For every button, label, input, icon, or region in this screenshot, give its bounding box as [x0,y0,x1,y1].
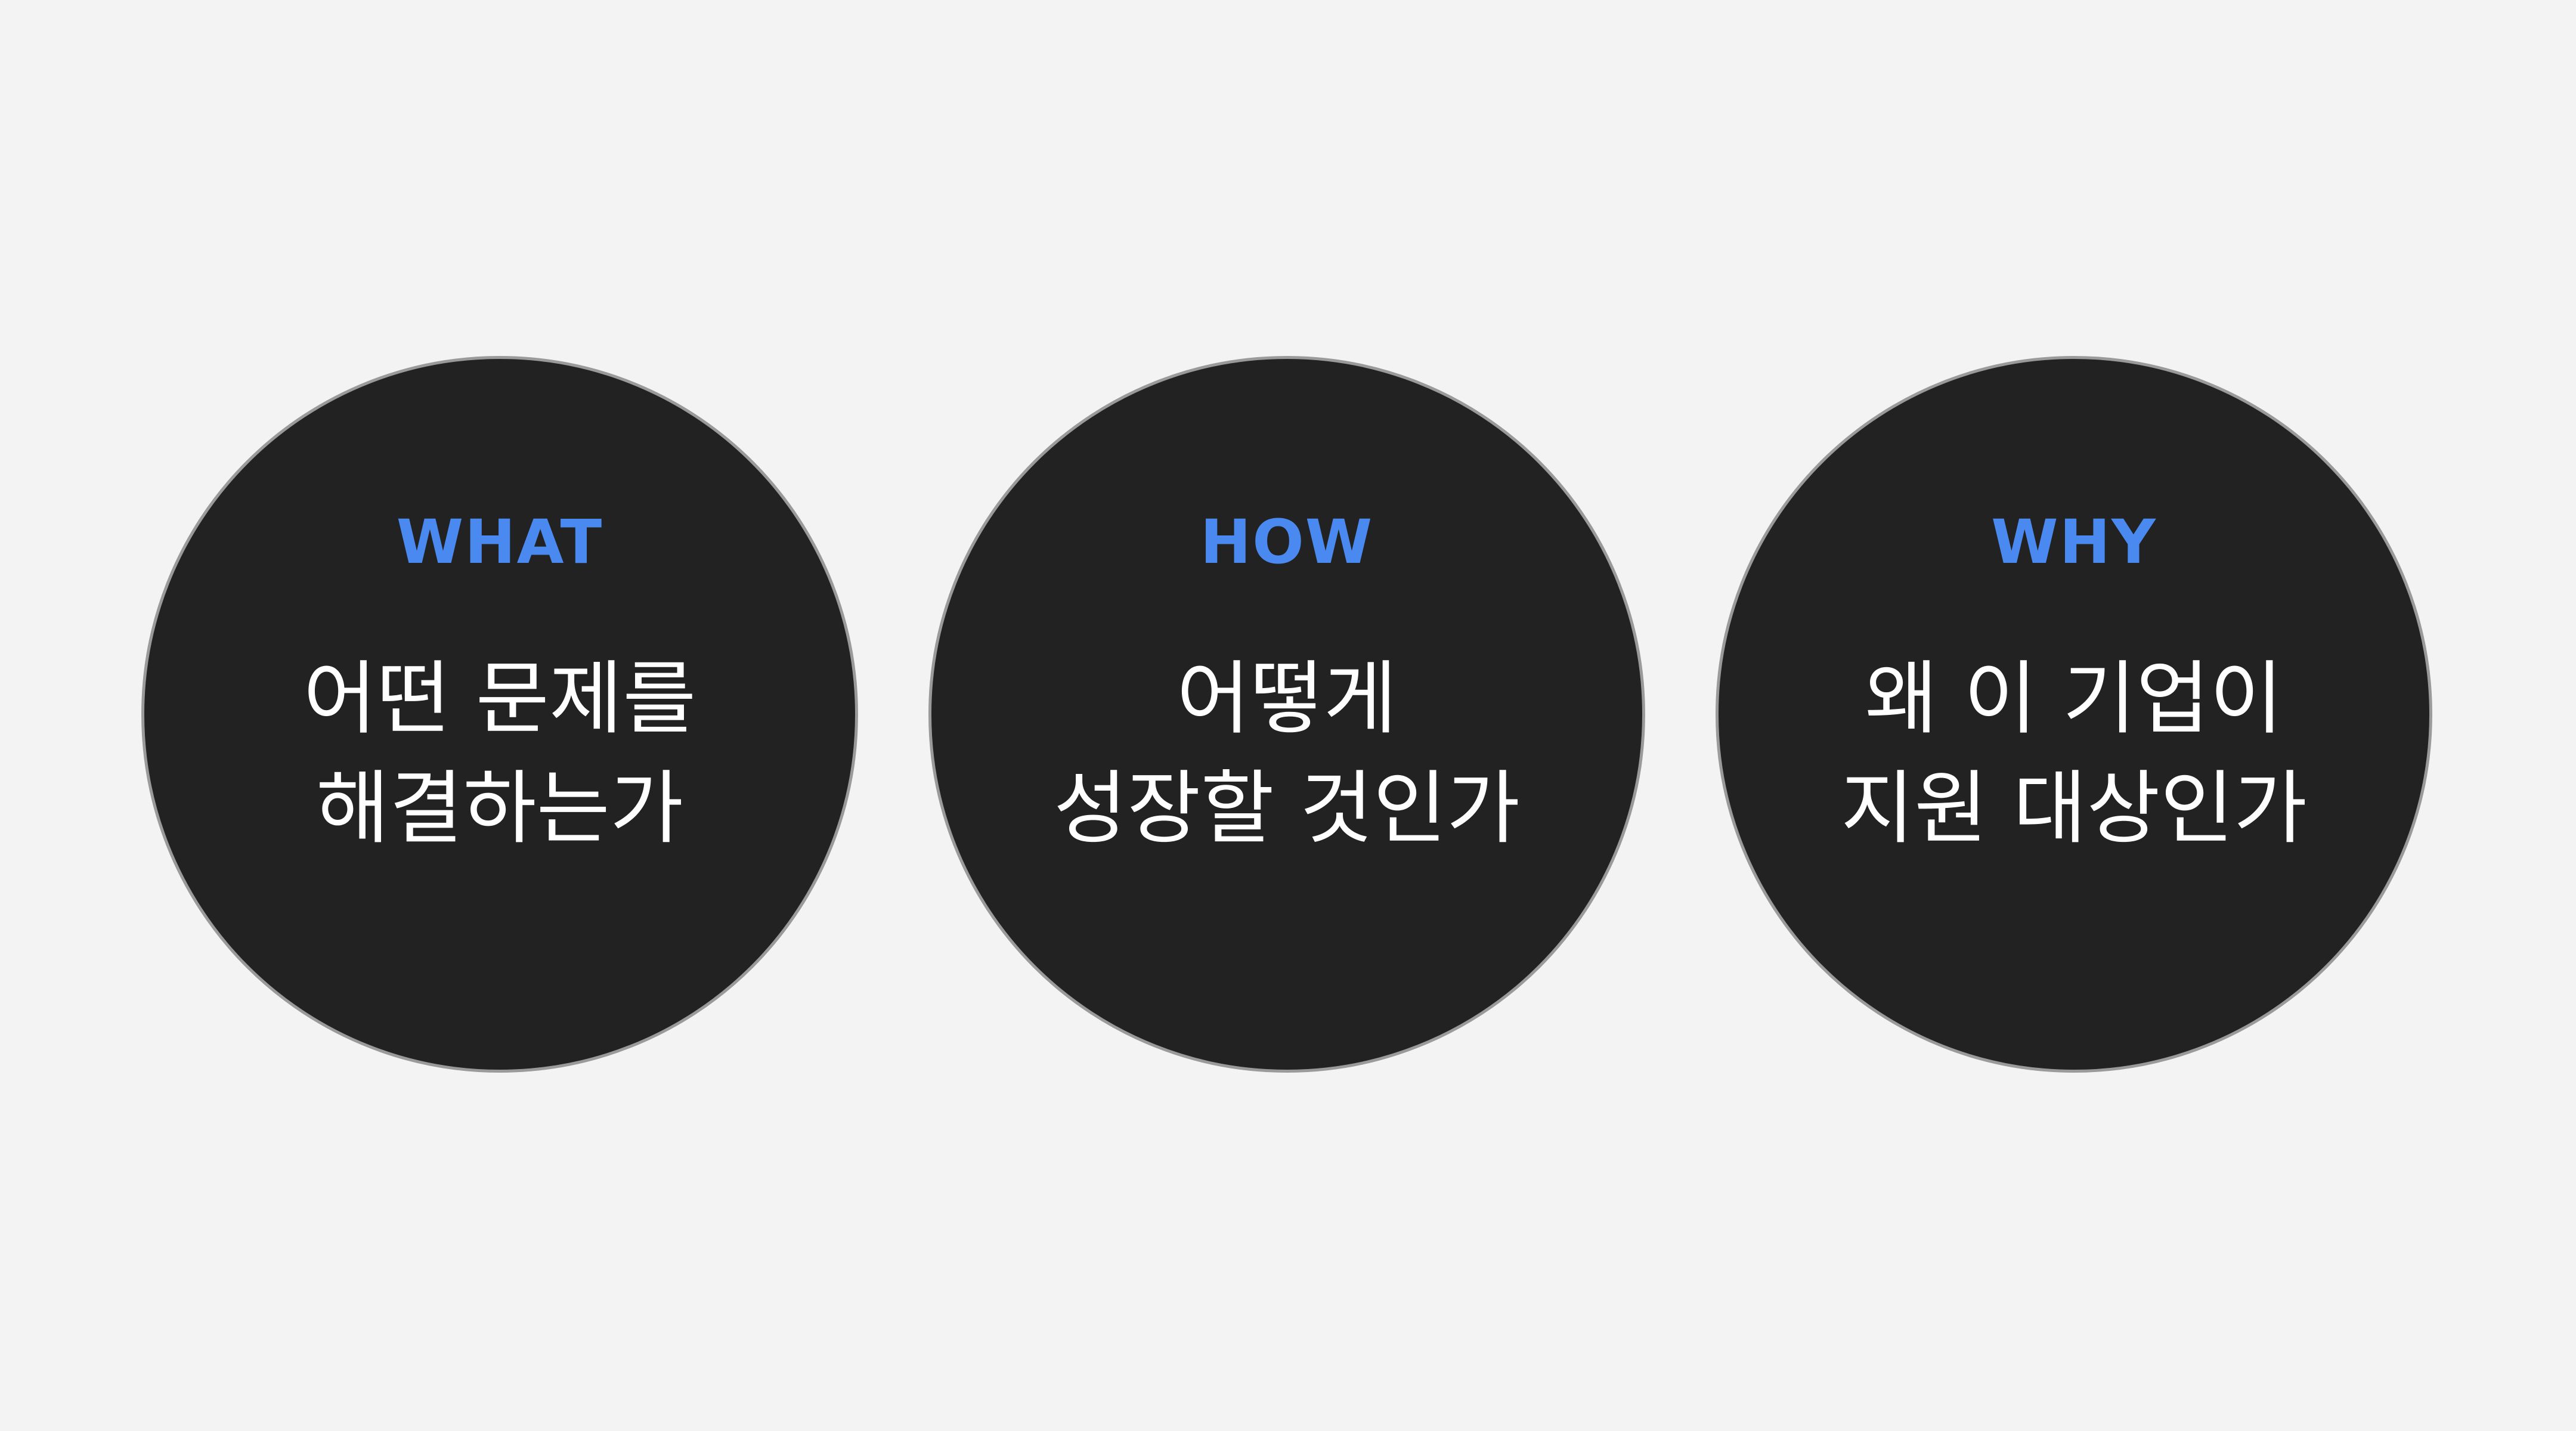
circle-how: HOW 어떻게 성장할 것인가 [928,356,1645,1073]
circle-label-what: WHAT [396,507,603,578]
circle-why: WHY 왜 이 기업이 지원 대상인가 [1716,356,2432,1073]
description-line: 어떻게 [1176,652,1397,745]
circle-description-what: 어떤 문제를 해결하는가 [144,644,855,863]
circle-description-how: 어떻게 성장할 것인가 [931,644,1642,863]
description-line: 성장할 것인가 [1053,762,1521,855]
description-line: 해결하는가 [315,762,684,855]
circle-label-how: HOW [1200,507,1374,578]
circle-label-why: WHY [1991,507,2157,578]
description-line: 왜 이 기업이 [1865,652,2283,745]
description-line: 어떤 문제를 [303,652,696,745]
description-line: 지원 대상인가 [1840,762,2308,855]
circle-description-why: 왜 이 기업이 지원 대상인가 [1719,644,2429,863]
circle-what: WHAT 어떤 문제를 해결하는가 [141,356,858,1073]
